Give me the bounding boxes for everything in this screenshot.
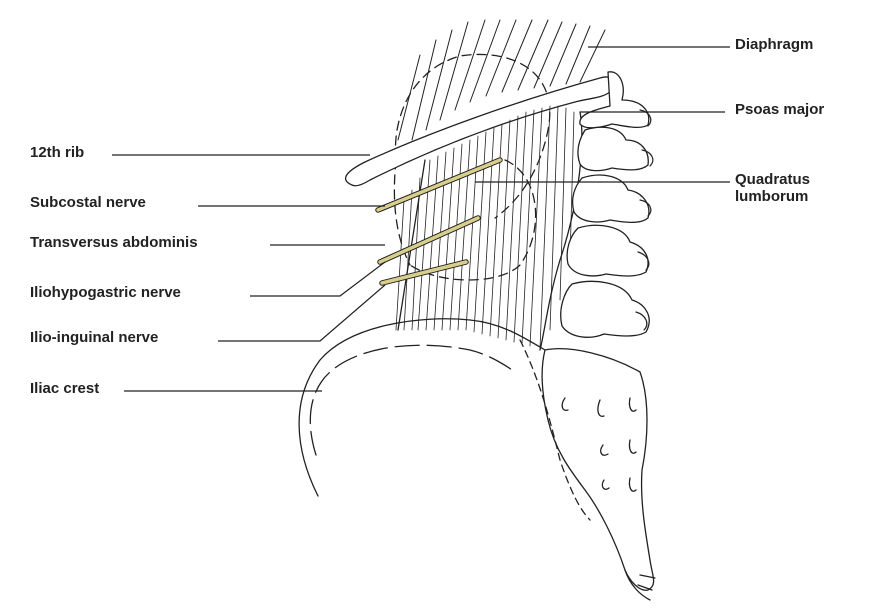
label-quadratus-line2: lumborum [735, 188, 855, 205]
label-ilio-inguinal-nerve: Ilio-inguinal nerve [30, 329, 158, 346]
label-transversus-abdominis: Transversus abdominis [30, 234, 198, 251]
label-iliac-crest: Iliac crest [30, 380, 99, 397]
label-quadratus-line1: Quadratus [735, 171, 855, 188]
label-quadratus-lumborum: Quadratus lumborum [735, 171, 855, 205]
label-subcostal-nerve: Subcostal nerve [30, 194, 146, 211]
label-twelfth-rib: 12th rib [30, 144, 84, 161]
leader-iliohypogastric [250, 262, 385, 296]
sacrum-shape [542, 349, 653, 591]
label-iliohypogastric-nerve: Iliohypogastric nerve [30, 284, 181, 301]
leader-ilioinguinal [218, 285, 385, 341]
label-psoas-major: Psoas major [735, 101, 824, 118]
iliac-inner-dashed [310, 345, 515, 455]
iliac-crest-outline [299, 319, 545, 496]
label-diaphragm: Diaphragm [735, 36, 813, 53]
